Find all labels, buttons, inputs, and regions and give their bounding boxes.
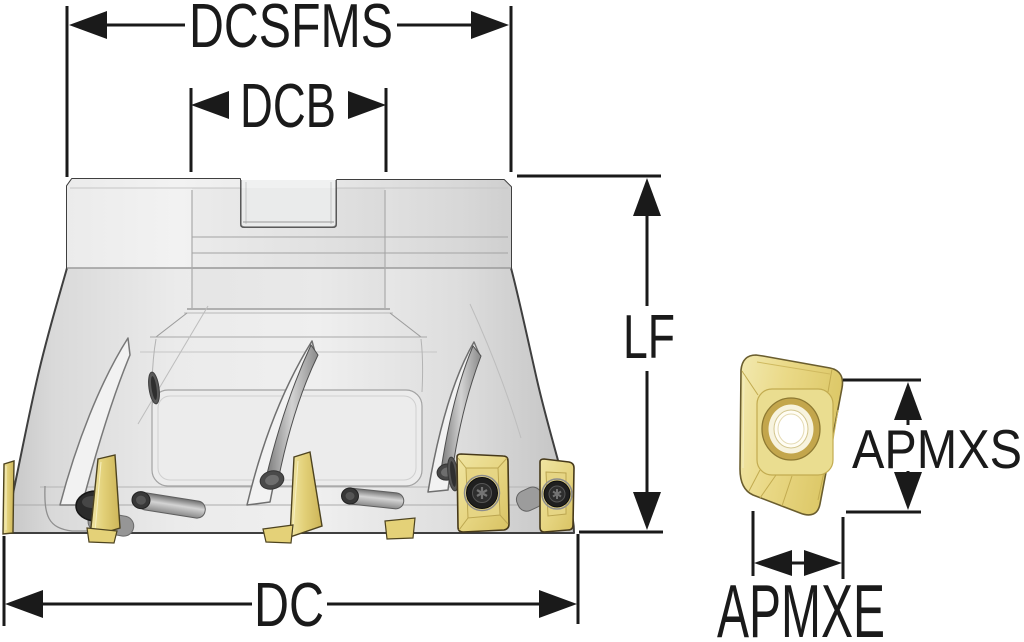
top-notch [240,180,337,228]
dim-dcsfms: DCSFMS [65,0,513,177]
insert-edge-left [2,460,15,535]
arrow-left-icon [754,550,792,576]
dcb-label: DCB [240,72,336,141]
dc-label: DC [254,571,324,640]
screw-hole [777,413,805,445]
coolant-slot [148,371,160,405]
insert-facet-lines [741,361,839,507]
insert-tip [262,524,294,544]
apmxe-label: APMXE [717,569,885,642]
insert-facet-lines [457,457,509,531]
insert-face-a [456,453,510,533]
dim-lf: LF [517,174,675,534]
arrow-right-icon [471,11,509,39]
arrow-down-icon [633,492,661,530]
flute-left [59,337,131,506]
insert-face-b [539,458,575,533]
coolant-slot [447,456,459,492]
lf-label: LF [623,303,675,372]
torx-star-icon [476,487,488,499]
insert-edge-center [262,451,323,544]
arrow-left-icon [69,11,107,39]
arrow-left-icon [5,590,43,618]
arrow-up-icon [633,178,661,216]
coolant-pin [341,487,405,510]
dcsfms-label: DCSFMS [189,0,393,61]
insert-tip-4 [384,517,416,540]
hub-lines [155,190,508,338]
dim-apmxs: APMXS [843,378,1022,514]
arrow-right-icon [539,590,577,618]
screw-ring [541,478,573,510]
cutter-body [2,178,575,544]
dim-dcb: DCB [189,72,388,172]
hub-face [192,188,385,308]
screw-ring [463,474,501,512]
arrow-left-icon [191,91,229,119]
insert-tip [86,527,118,544]
insert-diagram [739,354,844,516]
torx-star-icon [552,489,562,499]
dim-dc: DC [2,534,580,640]
notch-inner-lines [243,182,334,224]
apmxs-label: APMXS [852,418,1022,480]
coolant-pin [131,491,206,519]
arrow-right-icon [804,550,842,576]
insert-edge-2 [86,454,121,544]
flute-center [246,340,319,506]
arrow-right-icon [348,91,386,119]
arrow-down-icon [894,472,922,510]
arrow-up-icon [894,382,922,420]
flute-right [427,341,482,493]
cutter-cylinder [67,179,511,268]
dim-apmxe: APMXE [717,511,885,642]
